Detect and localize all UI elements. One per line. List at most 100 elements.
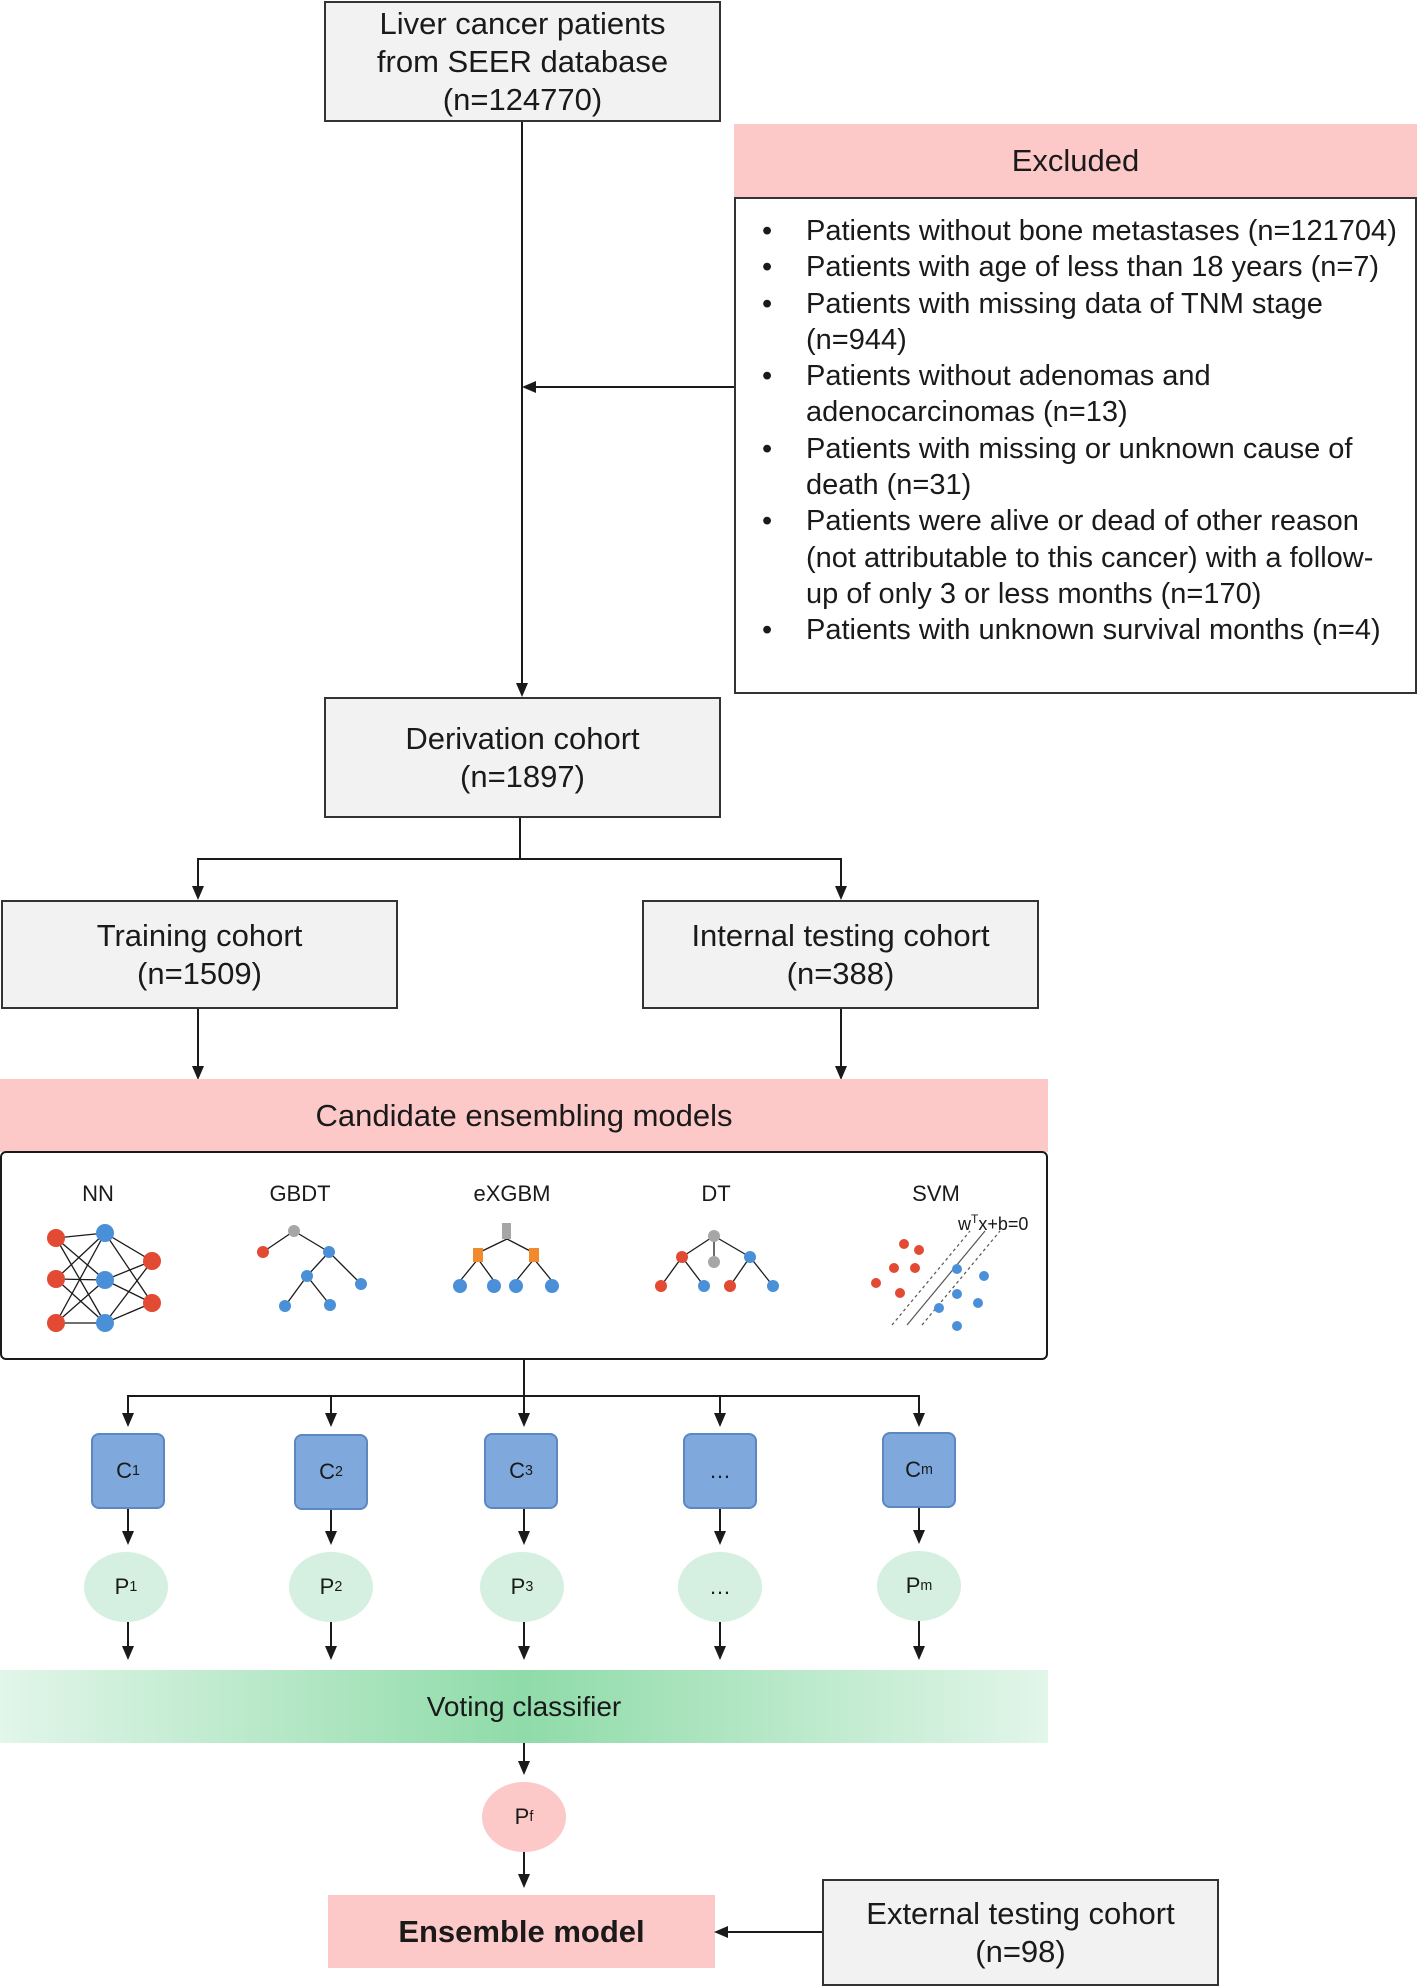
- arrow-to-main-line: [522, 381, 536, 393]
- model-icons: wTx+b=0: [47, 1212, 1028, 1332]
- final-prediction-letter: P: [514, 1804, 530, 1829]
- source-line-2: from SEER database: [376, 43, 669, 79]
- arrow-to-c1: [122, 1413, 134, 1427]
- arrow-to-cm: [913, 1413, 925, 1427]
- svm-points-icon: [871, 1239, 989, 1331]
- arrow-to-c2: [325, 1413, 337, 1427]
- arrow-to-c3: [518, 1413, 530, 1427]
- connector-c1-p1: [127, 1509, 129, 1533]
- arrow-to-internal: [835, 886, 847, 900]
- source-line-1: Liver cancer patients: [379, 5, 666, 41]
- training-title: Training cohort: [96, 917, 303, 953]
- internal-title: Internal testing cohort: [691, 917, 990, 953]
- external-title: External testing cohort: [866, 1895, 1175, 1931]
- arrow-pm-voting: [913, 1646, 925, 1660]
- excluded-title: Excluded: [1011, 142, 1140, 178]
- model-label-exgbm: eXGBM: [473, 1181, 551, 1206]
- classifier-letter: C: [905, 1457, 921, 1482]
- excluded-item: Patients without bone metastases (n=1217…: [750, 213, 1397, 250]
- derivation-title: Derivation cohort: [405, 720, 640, 756]
- arrow-p3-voting: [518, 1646, 530, 1660]
- arrow-pdots-voting: [714, 1646, 726, 1660]
- arrow-to-derivation: [516, 683, 528, 697]
- voting-classifier-band: Voting classifier: [0, 1670, 1048, 1743]
- prediction-sub: 3: [525, 1579, 534, 1595]
- source-box: Liver cancer patients from SEER database…: [324, 1, 721, 122]
- arrow-to-final-prediction: [518, 1761, 530, 1775]
- models-panel: NN GBDT eXGBM DT SVM: [0, 1151, 1048, 1360]
- arrow-to-ensemble: [518, 1874, 530, 1888]
- dt-nodes-icon: [655, 1230, 779, 1292]
- model-label-nn: NN: [82, 1181, 114, 1206]
- classifier-sub: 3: [524, 1463, 533, 1479]
- prediction-letter: P: [905, 1573, 921, 1598]
- prediction-letter: P: [319, 1574, 335, 1599]
- prediction-sub: m: [920, 1578, 933, 1594]
- ensemble-model-label: Ensemble model: [398, 1913, 645, 1949]
- arrow-p1-voting: [122, 1646, 134, 1660]
- classifier-sub: 2: [334, 1464, 343, 1480]
- prediction-sub: 2: [334, 1579, 343, 1595]
- svm-formula-w: w: [957, 1214, 972, 1234]
- arrow-to-cdots: [714, 1413, 726, 1427]
- classifier-letter: …: [709, 1458, 731, 1483]
- prediction-sub: 1: [129, 1579, 138, 1595]
- source-line-3: (n=124770): [442, 81, 603, 117]
- excluded-item: Patients were alive or dead of other rea…: [750, 503, 1397, 612]
- model-label-svm: SVM: [912, 1181, 960, 1206]
- classifier-letter: C: [116, 1458, 132, 1483]
- prediction-letter: …: [709, 1574, 731, 1599]
- connector-models-fanout: [523, 1360, 525, 1396]
- connector-source-derivation: [521, 122, 523, 685]
- connector-external-ensemble: [726, 1931, 822, 1933]
- arrow-to-pdots: [714, 1531, 726, 1545]
- excluded-item: Patients with missing or unknown cause o…: [750, 431, 1397, 504]
- training-count: (n=1509): [137, 955, 262, 991]
- svm-formula-sup: T: [971, 1212, 979, 1226]
- ensemble-model-box: Ensemble model: [328, 1895, 715, 1968]
- classifier-cdots: …: [683, 1433, 757, 1509]
- excluded-header: Excluded: [734, 124, 1417, 197]
- candidates-title: Candidate ensembling models: [315, 1097, 733, 1133]
- svm-formula-rest: x+b=0: [978, 1214, 1028, 1234]
- prediction-letter: P: [114, 1574, 130, 1599]
- connector-split-horizontal: [197, 858, 842, 860]
- nn-nodes-icon: [47, 1224, 161, 1332]
- connector-to-training: [197, 858, 199, 886]
- arrow-to-pm: [913, 1530, 925, 1544]
- connector-internal-candidates: [840, 1009, 842, 1069]
- connector-pm-voting: [918, 1621, 920, 1648]
- connector-voting-final: [523, 1743, 525, 1763]
- connector-final-ensemble: [523, 1852, 525, 1876]
- connector-c2: [330, 1395, 332, 1415]
- external-box: External testing cohort (n=98): [822, 1879, 1219, 1986]
- excluded-item: Patients with missing data of TNM stage …: [750, 286, 1397, 359]
- candidates-header: Candidate ensembling models: [0, 1079, 1048, 1152]
- connector-cm-pm: [918, 1508, 920, 1532]
- arrow-p2-voting: [325, 1646, 337, 1660]
- connector-c2-p2: [330, 1510, 332, 1533]
- classifier-sub: 1: [131, 1463, 140, 1479]
- gbdt-nodes-icon: [257, 1225, 367, 1312]
- internal-count: (n=388): [786, 955, 895, 991]
- internal-box: Internal testing cohort (n=388): [642, 900, 1039, 1009]
- excluded-item: Patients without adenomas and adenocarci…: [750, 358, 1397, 431]
- connector-c3-p3: [523, 1509, 525, 1533]
- derivation-box: Derivation cohort (n=1897): [324, 697, 721, 818]
- arrow-to-p1: [122, 1531, 134, 1545]
- voting-classifier-label: Voting classifier: [426, 1690, 622, 1722]
- classifier-letter: C: [319, 1459, 335, 1484]
- excluded-item: Patients with unknown survival months (n…: [750, 612, 1397, 649]
- connector-cdots: [719, 1395, 721, 1415]
- connector-training-candidates: [197, 1009, 199, 1069]
- derivation-count: (n=1897): [460, 758, 585, 794]
- exgbm-nodes-icon: [453, 1223, 559, 1293]
- arrow-to-p3: [518, 1531, 530, 1545]
- connector-c1: [127, 1395, 129, 1415]
